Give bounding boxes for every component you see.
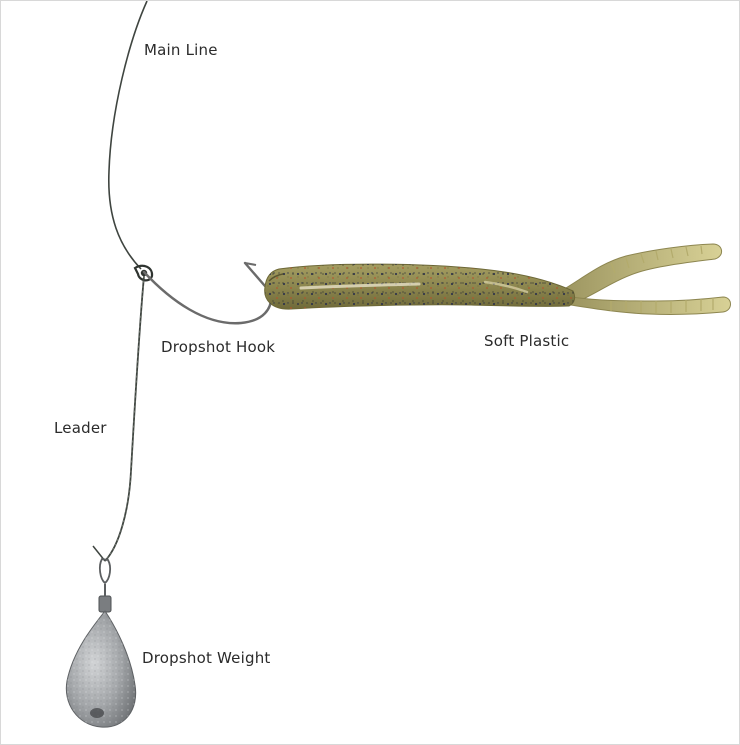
soft-plastic-lure	[264, 243, 731, 315]
lure-tail-upper	[560, 243, 722, 302]
lure-tail-lower	[570, 296, 731, 315]
dropshot-weight	[65, 610, 137, 728]
weight-swivel	[98, 558, 112, 613]
hook-barb	[244, 262, 257, 266]
leader-line	[104, 275, 145, 562]
label-leader: Leader	[54, 419, 107, 437]
label-dropshot-weight: Dropshot Weight	[142, 649, 271, 667]
label-soft-plastic: Soft Plastic	[484, 332, 570, 350]
label-dropshot-hook: Dropshot Hook	[161, 338, 276, 356]
dropshot-hook	[142, 261, 273, 325]
label-main-line: Main Line	[144, 41, 218, 59]
main-line	[107, 1, 148, 270]
